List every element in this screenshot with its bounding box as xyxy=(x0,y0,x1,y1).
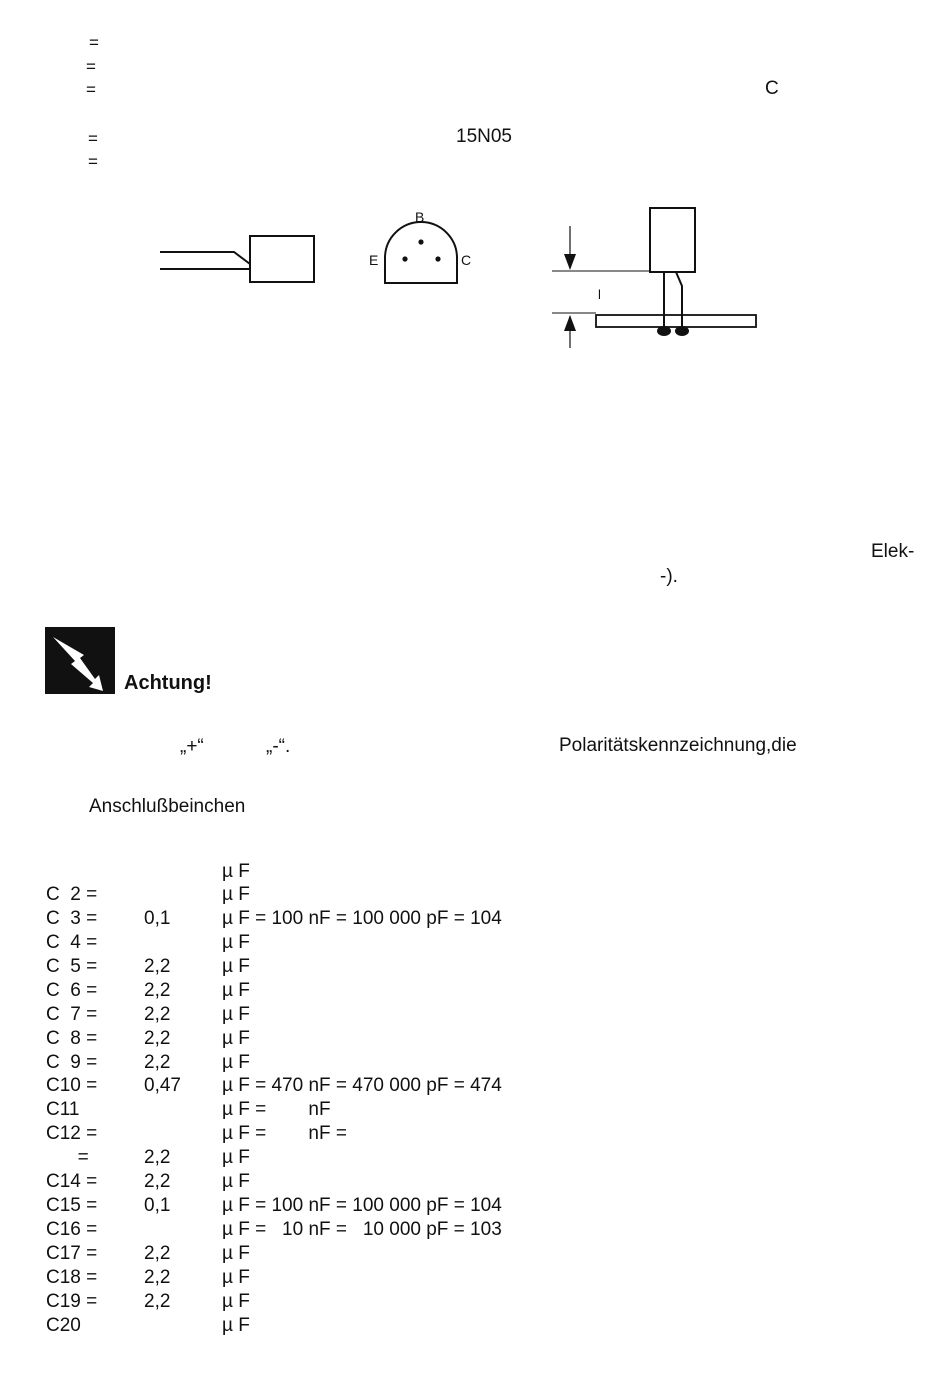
transistor-side-view xyxy=(160,235,315,283)
capacitor-unit: µ F xyxy=(222,1243,250,1264)
equals-mark: = xyxy=(88,152,98,171)
capacitor-unit: µ F xyxy=(222,932,250,953)
plus-sign-text: „+“ xyxy=(180,736,204,757)
capacitor-name: C 4 = xyxy=(46,932,98,953)
capacitor-name: C14 = xyxy=(46,1171,98,1192)
pin-c-label: C xyxy=(461,252,471,268)
capacitor-unit: µ F xyxy=(222,1267,250,1288)
capacitor-value: 2,2 xyxy=(144,1171,171,1192)
capacitor-value: 0,1 xyxy=(144,908,171,929)
capacitor-value: 0,47 xyxy=(144,1075,181,1096)
capacitor-unit: µ F xyxy=(222,1315,250,1336)
transistor-pinout: B E C xyxy=(369,209,471,284)
capacitor-unit: µ F = 470 nF = 470 000 pF = 474 xyxy=(222,1075,502,1096)
capacitor-name: C 2 = xyxy=(46,884,98,905)
capacitor-unit: µ F = nF xyxy=(222,1099,331,1120)
capacitor-unit: µ F xyxy=(222,980,250,1001)
capacitor-name: C17 = xyxy=(46,1243,98,1264)
capacitor-unit: µ F xyxy=(222,1028,250,1049)
pin-b-label: B xyxy=(415,209,424,225)
capacitor-unit: µ F xyxy=(222,956,250,977)
capacitor-name: C 8 = xyxy=(46,1028,98,1049)
capacitor-unit: µ F xyxy=(222,1171,250,1192)
capacitor-value: 2,2 xyxy=(144,1052,171,1073)
capacitor-name: C10 = xyxy=(46,1075,98,1096)
capacitor-unit: µ F = 100 nF = 100 000 pF = 104 xyxy=(222,908,502,929)
capacitor-name: C11 xyxy=(46,1099,80,1120)
capacitor-unit: µ F = 100 nF = 100 000 pF = 104 xyxy=(222,1195,502,1216)
capacitor-name: C19 = xyxy=(46,1291,98,1312)
capacitor-name: C 5 = xyxy=(46,956,98,977)
capacitor-value: 2,2 xyxy=(144,1267,171,1288)
capacitor-unit: µ F xyxy=(222,861,250,882)
capacitor-name: C12 = xyxy=(46,1123,98,1144)
capacitor-value: 0,1 xyxy=(144,1195,171,1216)
capacitor-name: C 7 = xyxy=(46,1004,98,1025)
capacitor-value: 2,2 xyxy=(144,1243,171,1264)
capacitor-name: C 6 = xyxy=(46,980,98,1001)
transistor-mounting-view xyxy=(552,207,757,348)
spacing-mark: l xyxy=(598,287,601,302)
capacitor-name: C18 = xyxy=(46,1267,98,1288)
pins-text: Anschlußbeinchen xyxy=(89,796,246,817)
lightning-warning-icon xyxy=(45,627,115,694)
capacitor-unit: µ F xyxy=(222,1052,250,1073)
capacitor-unit: µ F xyxy=(222,1291,250,1312)
top-right-letter: C xyxy=(765,78,779,99)
capacitor-name: C 9 = xyxy=(46,1052,98,1073)
minus-sign-text: „-“. xyxy=(266,736,291,757)
transistor-diagram: B E C l xyxy=(160,207,757,348)
capacitor-value: 2,2 xyxy=(144,1028,171,1049)
capacitor-name: C 3 = xyxy=(46,908,98,929)
text-elek: Elek- xyxy=(871,541,915,562)
text-paren: -). xyxy=(660,566,678,587)
equals-mark: = xyxy=(88,129,98,148)
equals-mark: = xyxy=(89,33,99,52)
capacitor-value: 2,2 xyxy=(144,1291,171,1312)
capacitor-value: 2,2 xyxy=(144,980,171,1001)
equals-mark: = xyxy=(86,80,96,99)
capacitor-name: C16 = xyxy=(46,1219,98,1240)
capacitor-unit: µ F xyxy=(222,1004,250,1025)
pin-e-label: E xyxy=(369,252,378,268)
capacitor-unit: µ F = 10 nF = 10 000 pF = 103 xyxy=(222,1219,502,1240)
capacitor-name: C20 xyxy=(46,1315,81,1336)
capacitor-value: 2,2 xyxy=(144,956,171,977)
capacitor-name: = xyxy=(46,1147,89,1168)
capacitor-value: 2,2 xyxy=(144,1147,171,1168)
capacitor-unit: µ F xyxy=(222,884,250,905)
warning-heading: Achtung! xyxy=(124,672,212,694)
capacitor-name: C15 = xyxy=(46,1195,98,1216)
capacitor-value: 2,2 xyxy=(144,1004,171,1025)
part-number: 15N05 xyxy=(456,126,512,147)
capacitor-unit: µ F xyxy=(222,1147,250,1168)
polarity-text: Polaritätskennzeichnung,die xyxy=(559,735,797,756)
capacitor-unit: µ F = nF = xyxy=(222,1123,347,1144)
equals-mark: = xyxy=(86,57,96,76)
